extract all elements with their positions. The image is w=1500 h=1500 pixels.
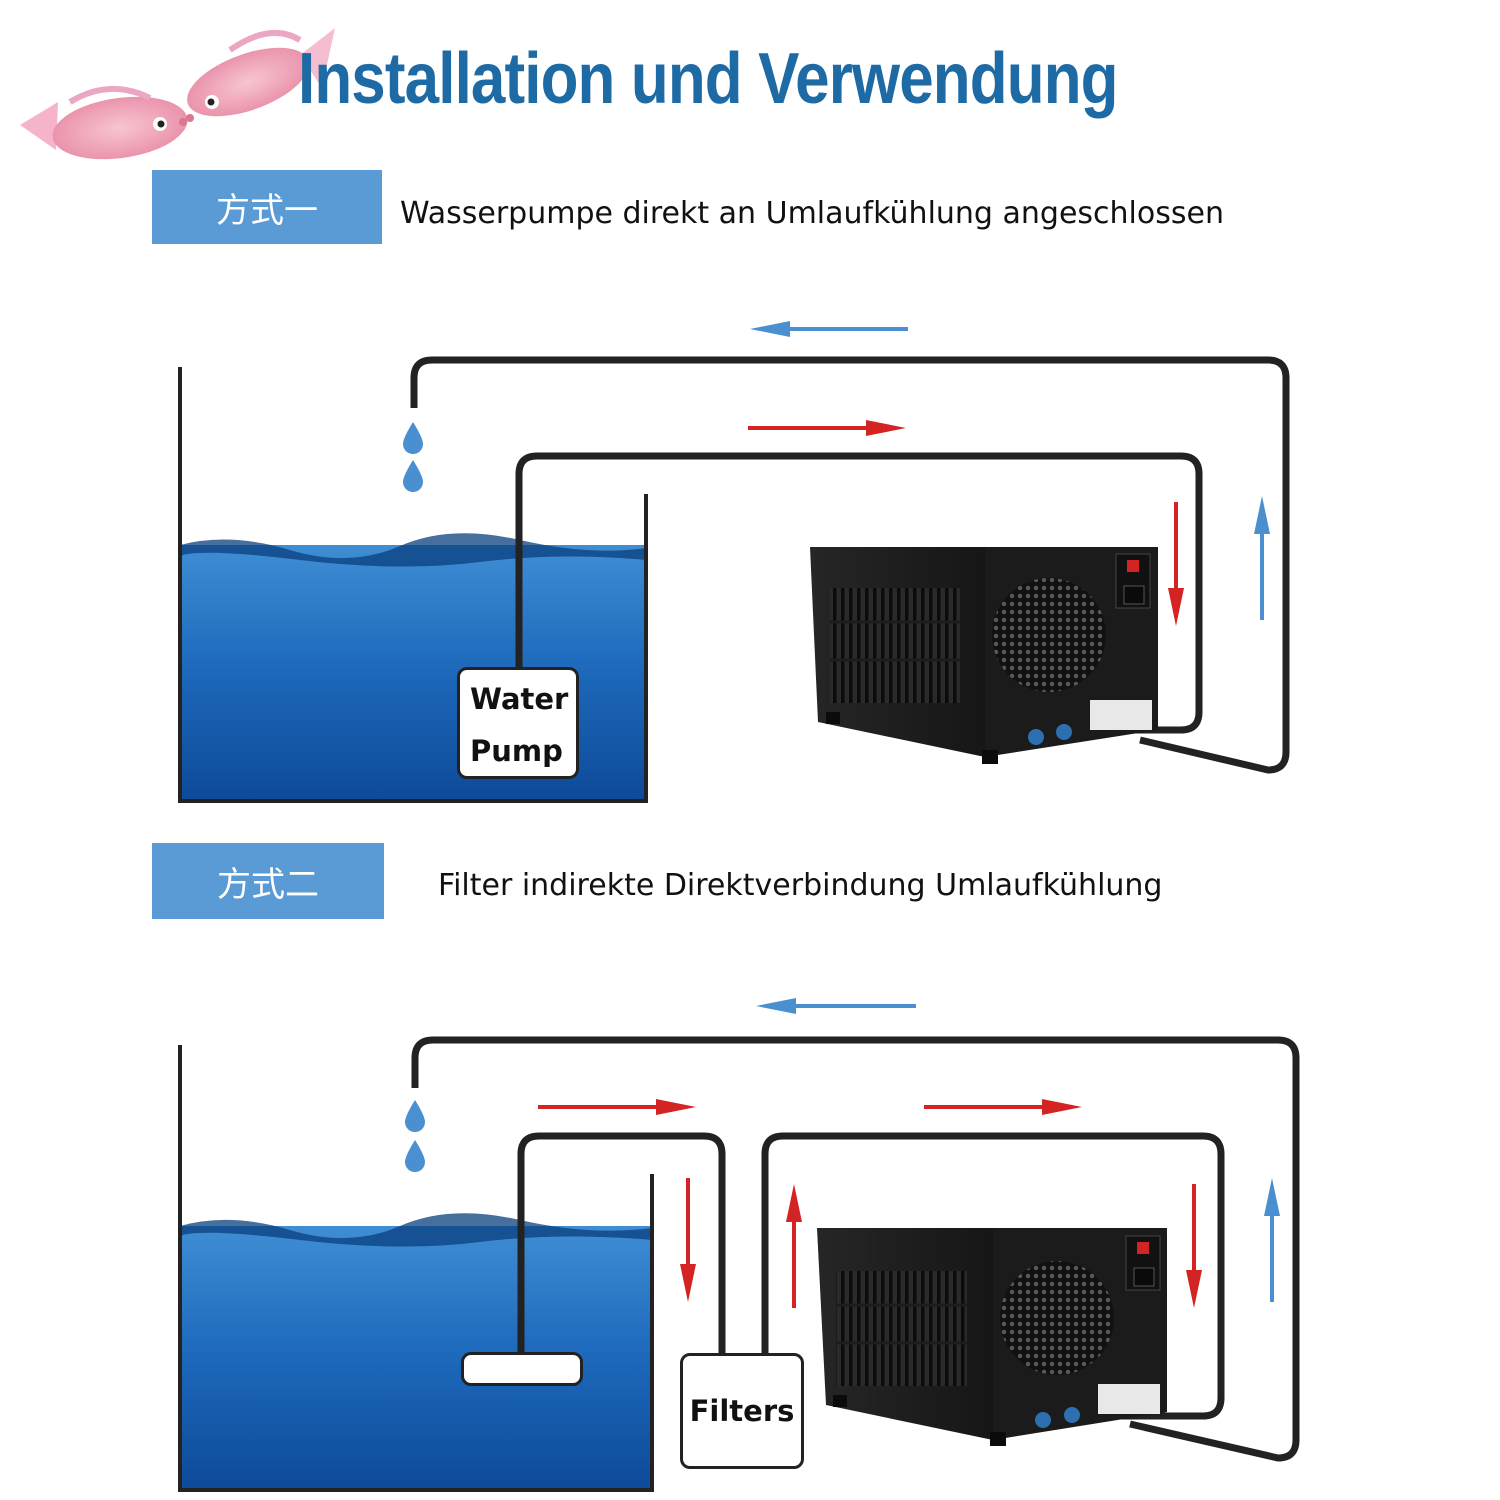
water-pump-box (461, 1352, 583, 1386)
flow-arrow-right-icon (924, 1099, 1082, 1115)
outlet-pipe-2 (411, 1036, 1300, 1462)
filter-to-chiller-pipe (761, 1132, 1225, 1420)
decorative-fish-illustration (20, 28, 335, 160)
water-drop-icon (403, 422, 423, 454)
method-1-description: Wasserpumpe direkt an Umlaufkühlung ange… (400, 196, 1224, 231)
water-surface-wave-1 (180, 533, 646, 567)
flow-arrow-right-icon (538, 1099, 696, 1115)
flow-arrow-down-icon (1186, 1184, 1202, 1308)
flow-arrow-right-icon (748, 420, 906, 436)
flow-arrow-up-icon (1264, 1178, 1280, 1302)
aquarium-outline-1 (178, 367, 648, 803)
fish-right-icon (186, 28, 335, 122)
method-2-description: Filter indirekte Direktverbindung Umlauf… (438, 868, 1163, 903)
method-1-badge: 方式一 (152, 170, 382, 244)
inlet-pipe-1 (515, 452, 1203, 734)
water-drop-icon (405, 1140, 425, 1172)
water-pump-label-line2: Pump (470, 734, 563, 768)
water-drop-icon (403, 460, 423, 492)
flow-arrow-up-icon (786, 1184, 802, 1308)
fish-left-icon (20, 86, 188, 160)
water-pump-label-line1: Water (470, 682, 569, 716)
page-title: Installation und Verwendung (298, 39, 1118, 119)
flow-arrow-down-icon (680, 1178, 696, 1302)
water-drop-icon (405, 1100, 425, 1132)
flow-arrow-up-icon (1254, 496, 1270, 620)
pump-to-filter-pipe (517, 1132, 726, 1353)
chiller-unit-2 (817, 1228, 1167, 1446)
filters-label-box: Filters (680, 1353, 804, 1469)
chiller-unit-1 (810, 547, 1158, 764)
water-surface-wave-2 (180, 1213, 652, 1247)
aquarium-outline-2 (178, 1045, 654, 1492)
flow-arrow-left-icon (756, 998, 916, 1014)
flow-arrow-down-icon (1168, 502, 1184, 626)
method-2-badge: 方式二 (152, 843, 384, 919)
outlet-pipe-1 (410, 356, 1290, 774)
water-pump-label-box: Water Pump (457, 667, 579, 779)
method-1-diagram (178, 321, 1290, 803)
flow-arrow-left-icon (750, 321, 908, 337)
filters-label: Filters (689, 1394, 795, 1428)
